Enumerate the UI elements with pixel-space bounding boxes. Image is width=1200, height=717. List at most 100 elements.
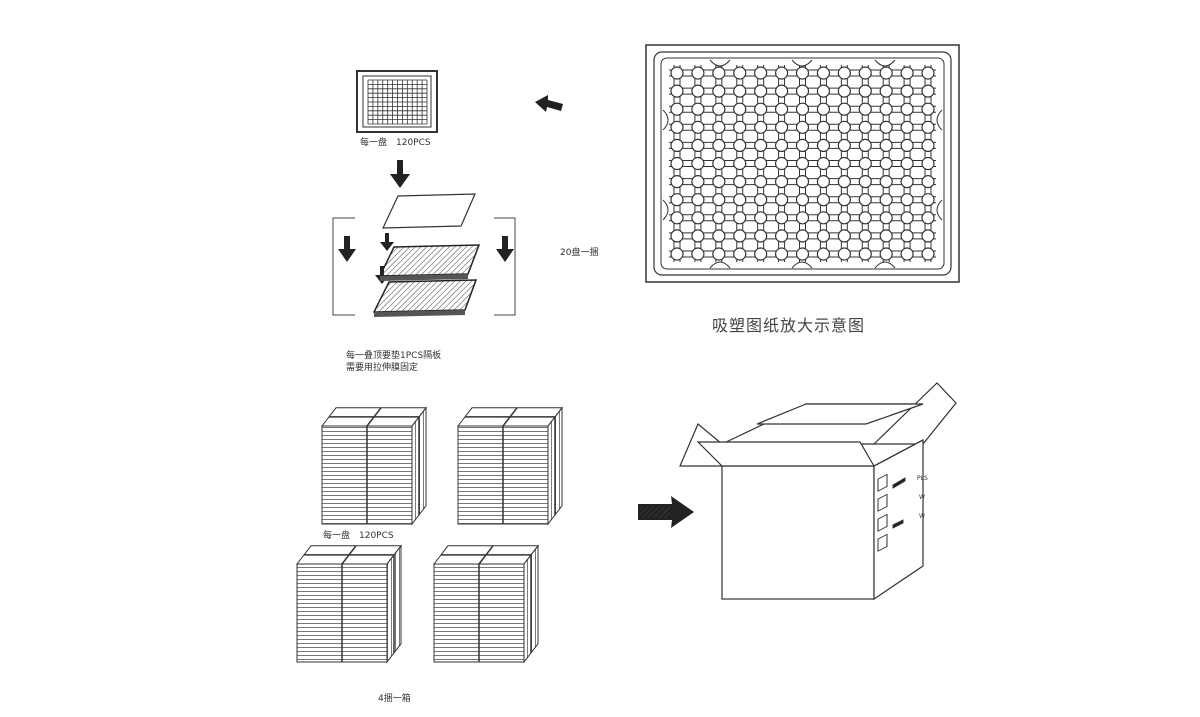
tray-pocket xyxy=(774,156,789,171)
tray-pocket xyxy=(921,102,935,116)
tray-pocket xyxy=(712,211,726,225)
tray-bundle xyxy=(295,544,403,664)
tray-bundle xyxy=(456,406,564,526)
tray-pocket xyxy=(712,193,726,207)
tray-pocket xyxy=(795,138,810,152)
tray-pocket xyxy=(921,120,935,134)
tray-pocket xyxy=(837,84,851,98)
tray-pocket xyxy=(670,120,684,134)
tray-pocket xyxy=(858,156,872,171)
bundle-bracket xyxy=(332,217,516,316)
tray-pocket xyxy=(858,120,872,134)
tray-pocket xyxy=(691,211,705,225)
tray-pocket xyxy=(879,211,893,225)
tray-pocket xyxy=(900,84,914,98)
tray-pocket xyxy=(837,229,851,243)
tray-pocket xyxy=(712,229,726,243)
tray-pocket xyxy=(816,175,831,189)
separator-sheet xyxy=(382,193,476,229)
tray-pocket xyxy=(816,66,831,80)
tray-pocket xyxy=(795,156,810,171)
tray-pocket xyxy=(670,229,684,243)
bundle-tray-count-label: 每一盘 120PCS xyxy=(323,531,394,541)
tray-pocket xyxy=(879,156,893,171)
tray-pocket xyxy=(816,156,831,171)
tray-pocket xyxy=(670,66,684,80)
tray-pocket xyxy=(691,193,705,207)
tray-pocket xyxy=(712,120,726,134)
stack-note-line1: 每一叠顶要垫1PCS隔板 xyxy=(346,351,442,361)
tray-pocket xyxy=(691,229,705,243)
tray-pocket xyxy=(774,66,789,80)
tray-pocket xyxy=(795,102,810,116)
tray-count-label: 每一盘 120PCS xyxy=(360,138,431,148)
tray-pocket xyxy=(879,66,893,80)
tray-pocket xyxy=(733,156,747,171)
tray-pocket xyxy=(837,138,851,152)
tray-pocket xyxy=(879,193,893,207)
tray-pocket xyxy=(879,120,893,134)
enlarged-tray-drawing xyxy=(645,44,960,283)
tray-pocket xyxy=(795,120,810,134)
tray-pocket xyxy=(816,211,831,225)
tray-pocket xyxy=(921,156,935,171)
tray-pocket xyxy=(670,84,684,98)
tray-pocket xyxy=(921,193,935,207)
tray-pocket xyxy=(754,102,768,116)
stacked-tray-lower xyxy=(372,279,478,317)
tray-pocket xyxy=(670,138,684,152)
tray-pocket xyxy=(900,102,914,116)
tray-pocket xyxy=(837,120,851,134)
tray-pocket xyxy=(795,66,810,80)
tray-pocket xyxy=(733,84,747,98)
tray-pocket xyxy=(712,138,726,152)
box-mark-1: PLS xyxy=(917,475,928,482)
tray-pocket xyxy=(900,247,914,261)
tray-pocket xyxy=(795,211,810,225)
tray-pocket xyxy=(733,247,747,261)
tray-pocket xyxy=(774,247,789,261)
tray-pocket xyxy=(670,156,684,171)
tray-pocket xyxy=(733,66,747,80)
tray-pocket xyxy=(712,247,726,261)
tray-pocket xyxy=(900,175,914,189)
tray-pocket xyxy=(900,138,914,152)
tray-pocket xyxy=(774,84,789,98)
tray-pocket xyxy=(691,66,705,80)
tray-pocket xyxy=(837,193,851,207)
tray-pocket xyxy=(858,211,872,225)
tray-pocket xyxy=(754,156,768,171)
tray-pocket xyxy=(795,247,810,261)
tray-pocket xyxy=(754,229,768,243)
tray-pocket xyxy=(816,120,831,134)
tray-pocket xyxy=(837,211,851,225)
tray-pocket xyxy=(837,66,851,80)
tray-pocket xyxy=(691,102,705,116)
box-mark-3: W xyxy=(919,513,925,520)
tray-pocket xyxy=(774,211,789,225)
tray-pocket xyxy=(733,120,747,134)
tray-pocket xyxy=(921,229,935,243)
tray-pocket xyxy=(754,138,768,152)
tray-pocket xyxy=(858,84,872,98)
tray-pocket xyxy=(900,66,914,80)
tray-pocket xyxy=(733,211,747,225)
tray-pocket xyxy=(670,211,684,225)
tray-pocket xyxy=(691,138,705,152)
tray-pocket xyxy=(858,66,872,80)
tray-pocket xyxy=(754,211,768,225)
tray-pocket xyxy=(733,229,747,243)
tray-pocket xyxy=(754,175,768,189)
tray-pocket xyxy=(900,193,914,207)
tray-pocket xyxy=(795,193,810,207)
tray-pocket xyxy=(879,229,893,243)
tray-pocket xyxy=(816,138,831,152)
tray-pocket xyxy=(795,229,810,243)
tray-pocket xyxy=(879,102,893,116)
tray-pocket xyxy=(774,102,789,116)
tray-pocket xyxy=(921,211,935,225)
tray-pocket xyxy=(691,156,705,171)
box-mark-2: W xyxy=(919,494,925,501)
tray-pocket xyxy=(858,138,872,152)
